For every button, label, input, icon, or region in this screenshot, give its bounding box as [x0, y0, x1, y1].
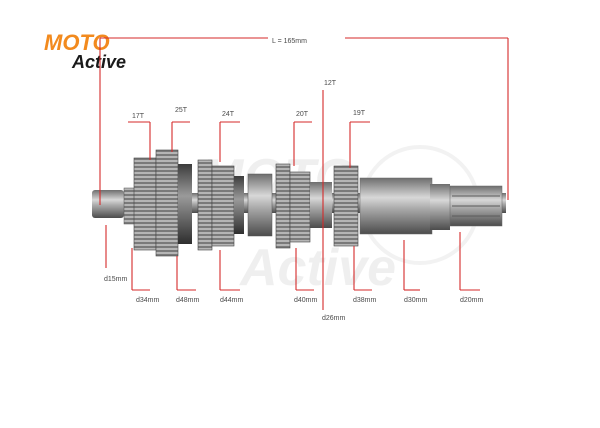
teeth-label-20t: 20T: [296, 111, 309, 118]
diameter-label-d20: d20mm: [460, 297, 484, 304]
diameter-label-d15: d15mm: [104, 276, 128, 283]
diameter-label-d48: d48mm: [176, 297, 200, 304]
teeth-label-24t: 24T: [222, 111, 235, 118]
teeth-label-17t: 17T: [132, 113, 145, 120]
diameter-label-d30: d30mm: [404, 297, 428, 304]
diameter-label-d44: d44mm: [220, 297, 244, 304]
diameter-label-d34: d34mm: [136, 297, 160, 304]
teeth-label-25t: 25T: [175, 107, 188, 114]
logo-moto-text: MOTO: [44, 30, 110, 55]
diameter-label-d38: d38mm: [353, 297, 377, 304]
overall-length-label: L = 165mm: [272, 38, 307, 45]
diameter-label-d26: d26mm: [322, 315, 346, 322]
diameter-label-d40: d40mm: [294, 297, 318, 304]
teeth-label-19t: 19T: [353, 110, 366, 117]
logo-active-text: Active: [71, 52, 126, 72]
teeth-label-12t: 12T: [324, 80, 337, 87]
dimension-lines: [99, 37, 509, 310]
moto-active-logo: MOTO Active: [44, 30, 126, 72]
svg-text:Active: Active: [238, 239, 396, 297]
